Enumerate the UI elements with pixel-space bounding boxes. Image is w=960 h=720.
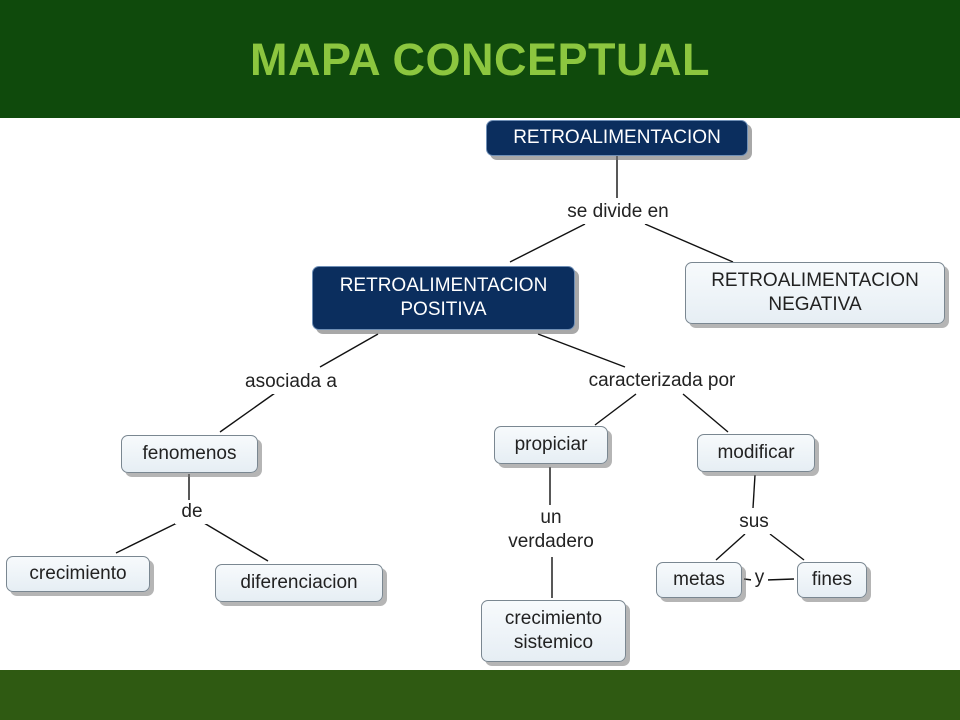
link-label-caracterizada-por: caracterizada por	[563, 369, 761, 393]
link-label-asociada-a: asociada a	[230, 370, 352, 394]
concept-modificar: modificar	[697, 434, 815, 472]
concept-propiciar: propiciar	[494, 426, 608, 464]
link-positiva-asociada	[319, 333, 379, 368]
link-sedivide-negativa	[644, 223, 734, 263]
concept-retroalimentacion: RETROALIMENTACION	[486, 120, 748, 156]
link-modificar-sus	[752, 474, 756, 509]
concept-diferenciacion: diferenciacion	[215, 564, 383, 602]
concept-fenomenos: fenomenos	[121, 435, 258, 473]
link-label-sus: sus	[731, 510, 777, 534]
link-positiva-caracterizada	[537, 333, 626, 368]
link-label-se-divide-en: se divide en	[549, 200, 687, 224]
link-label-y: y	[751, 566, 768, 590]
concept-crecimiento: crecimiento	[6, 556, 150, 592]
link-label-de: de	[175, 500, 209, 524]
link-de-crecimiento	[115, 522, 178, 554]
link-label-un-verdadero: un verdadero	[490, 506, 612, 554]
concept-crecimiento-sistemico: crecimiento sistemico	[481, 600, 626, 662]
link-asociada-fenomenos	[219, 392, 276, 433]
link-sus-metas	[715, 533, 746, 561]
header-bar	[0, 0, 960, 118]
link-y-fines	[765, 578, 795, 581]
concept-metas: metas	[656, 562, 742, 598]
link-metas-y	[743, 578, 753, 581]
link-de-diferenciacion	[203, 522, 269, 562]
link-caracterizada-modificar	[682, 393, 729, 433]
concept-retroalimentacion-positiva: RETROALIMENTACION POSITIVA	[312, 266, 575, 330]
link-caracterizada-propiciar	[594, 393, 637, 426]
concept-retroalimentacion-negativa: RETROALIMENTACION NEGATIVA	[685, 262, 945, 324]
footer-bar	[0, 670, 960, 720]
link-sedivide-positiva	[509, 223, 586, 263]
link-sus-fines	[769, 533, 805, 561]
page-title: MAPA CONCEPTUAL	[250, 34, 710, 85]
concept-fines: fines	[797, 562, 867, 598]
